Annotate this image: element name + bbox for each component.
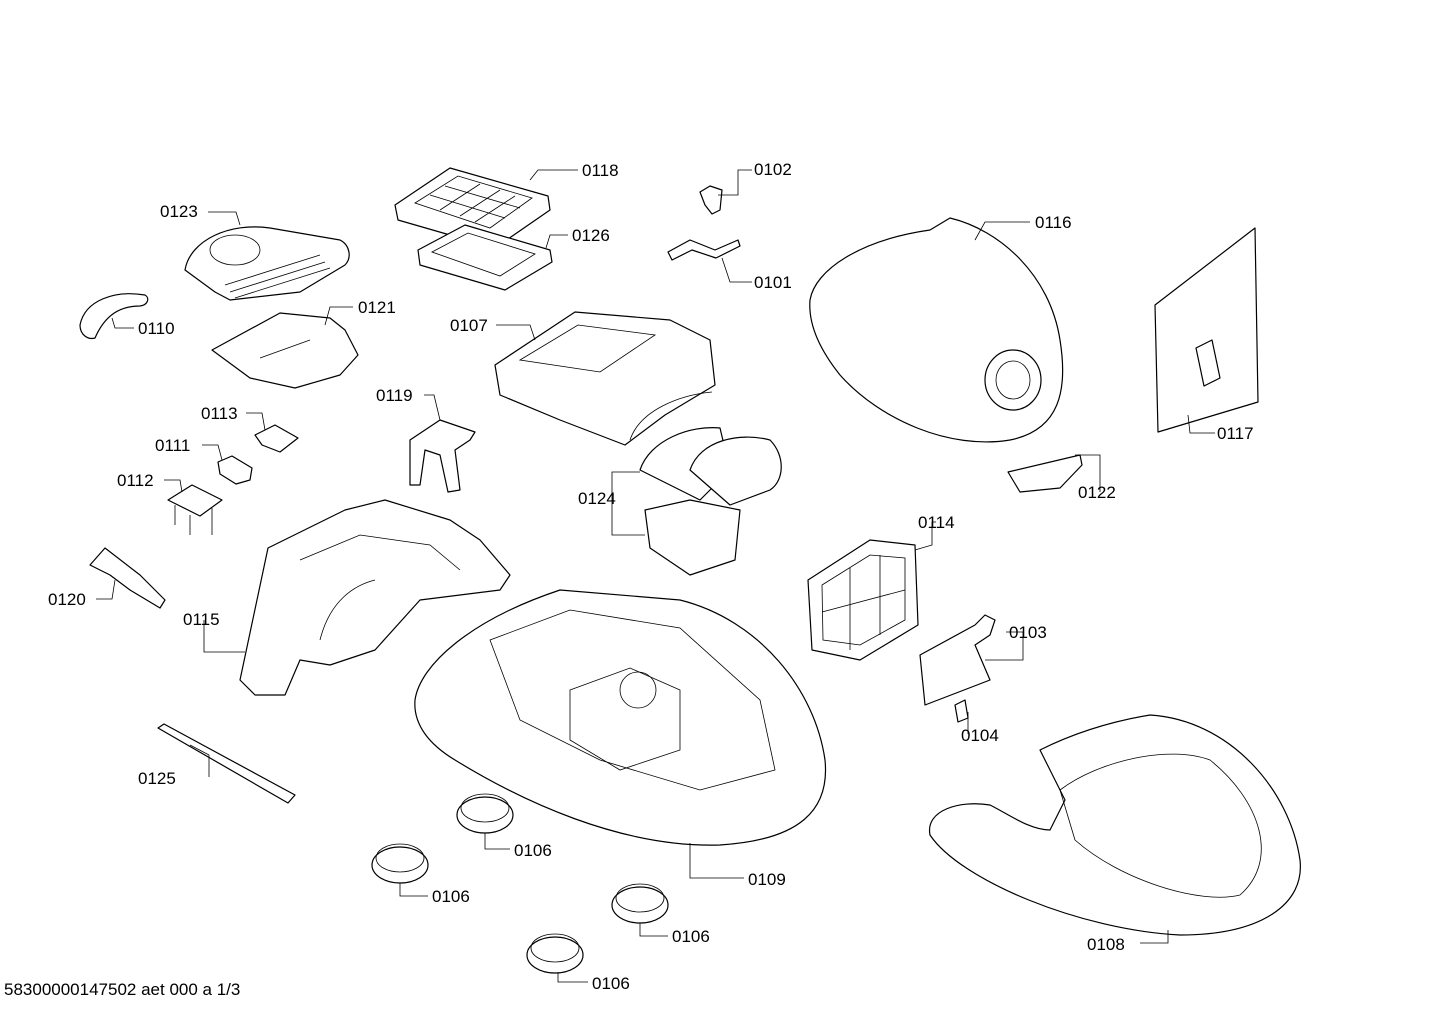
part-0115-upper-housing (239, 499, 511, 696)
document-id-footer: 58300000147502 aet 000 a 1/3 (4, 980, 241, 999)
part-0124-motor-cover (639, 427, 782, 576)
label-0111: 0111 (155, 436, 190, 455)
label-0121: 0121 (358, 298, 396, 317)
part-0125-rod (157, 723, 296, 804)
label-0120: 0120 (48, 590, 86, 609)
label-0115: 0115 (183, 610, 220, 629)
part-0104-clip (954, 699, 969, 723)
part-0120-clip (89, 547, 166, 609)
label-0118: 0118 (582, 161, 619, 180)
label-0102: 0102 (754, 160, 792, 179)
label-0101: 0101 (754, 273, 792, 292)
label-0113: 0113 (201, 404, 238, 423)
part-0117-dust-bag (1154, 227, 1259, 433)
label-0109: 0109 (748, 870, 786, 889)
label-0108: 0108 (1087, 935, 1125, 954)
part-0116-lid (809, 217, 1064, 443)
label-0117: 0117 (1217, 424, 1254, 443)
part-0106-wheel-d (526, 933, 584, 974)
label-0104: 0104 (961, 726, 999, 745)
part-labels: 0101 0102 0103 0104 0106 0106 0106 0106 … (48, 160, 1254, 993)
label-0125: 0125 (138, 769, 176, 788)
part-0101-spring (667, 239, 741, 261)
part-0103-lever (919, 614, 996, 706)
part-0114-filter-frame (807, 539, 919, 661)
part-0118-filter (394, 167, 551, 249)
leader-lines (96, 169, 1215, 983)
part-0109-base-housing (414, 589, 827, 846)
part-0111-block (217, 455, 253, 485)
label-0126: 0126 (572, 226, 610, 245)
label-0106-b: 0106 (432, 887, 470, 906)
label-0122: 0122 (1078, 483, 1116, 502)
part-0119-bracket (409, 419, 476, 493)
part-0102-bracket (699, 185, 723, 215)
label-0123: 0123 (160, 202, 198, 221)
label-0106-a: 0106 (514, 841, 552, 860)
part-0122-latch (1007, 454, 1083, 493)
label-0103: 0103 (1009, 623, 1047, 642)
part-0110-clip (79, 293, 149, 340)
label-0110: 0110 (138, 319, 175, 338)
part-0123-handle-cover (184, 226, 350, 301)
part-0107-motor-housing (494, 311, 716, 446)
label-0106-c: 0106 (672, 927, 710, 946)
label-0114: 0114 (918, 513, 955, 532)
label-0119: 0119 (376, 386, 413, 405)
label-0124: 0124 (578, 489, 616, 508)
label-0107: 0107 (450, 316, 488, 335)
label-0106-d: 0106 (592, 974, 630, 993)
label-0116: 0116 (1035, 213, 1072, 232)
part-0113-grille (254, 424, 299, 453)
label-0112: 0112 (117, 471, 154, 490)
part-0112-grille (167, 484, 223, 535)
part-0126-filter-frame (417, 224, 553, 291)
part-0121-foil (211, 312, 359, 389)
part-0106-wheel-a (456, 793, 514, 834)
part-0106-wheel-c (611, 883, 669, 924)
part-0108-bumper-frame (929, 714, 1301, 936)
part-0106-wheel-b (371, 843, 429, 884)
